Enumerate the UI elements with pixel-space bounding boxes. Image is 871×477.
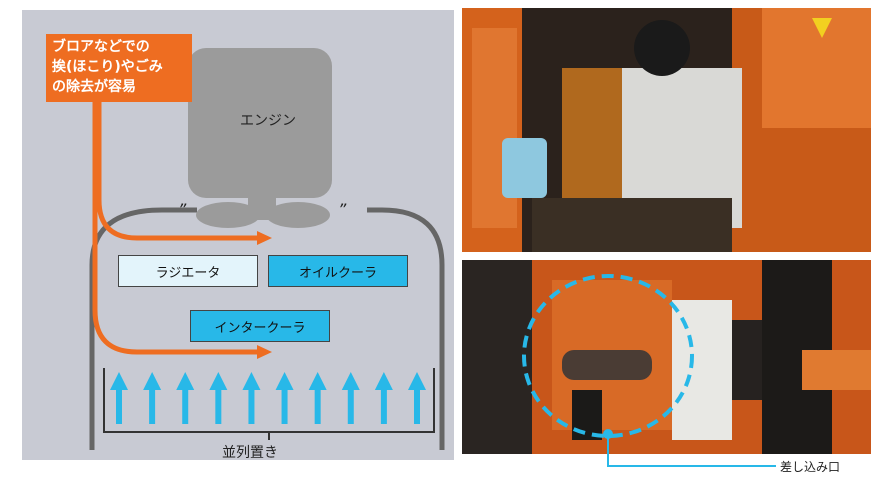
airflow-arrow: [242, 372, 261, 424]
insertion-port-label: 差し込み口: [780, 460, 841, 474]
quote-mark-right: ”: [338, 200, 347, 219]
callout-line-3: の除去が容易: [52, 79, 136, 95]
flow-arrowhead-lower: [257, 345, 272, 359]
parallel-placement-label: 並列置き: [222, 445, 278, 461]
flow-arrow-lower: [92, 95, 257, 355]
callout-line-2: 挨(ほこり)やごみ: [52, 59, 163, 75]
airflow-arrow: [143, 372, 162, 424]
cooling-layout-diagram: ブロアなどでの 挨(ほこり)やごみ の除去が容易 エンジン ” ” ラジエータ …: [22, 10, 454, 461]
engine-fan-left: [196, 202, 260, 228]
engine-compartment-photo: [462, 8, 871, 252]
airflow-arrow: [209, 372, 228, 424]
intercooler-box: インタークーラ: [190, 310, 330, 342]
cooler-insertion-photo: [462, 260, 871, 454]
enclosure-outline: [89, 207, 197, 450]
oil-cooler-label: オイルクーラ: [298, 265, 377, 281]
enclosure-outline-right: [367, 207, 445, 450]
engine-neck: [248, 195, 276, 220]
airflow-arrow: [275, 372, 294, 424]
callout-line-1: ブロアなどでの: [52, 39, 150, 55]
engine-label: エンジン: [240, 113, 296, 129]
airflow-arrow: [408, 372, 426, 424]
flow-arrowhead-upper: [257, 231, 272, 245]
engine-body: [188, 48, 332, 198]
insertion-highlight-circle: [522, 274, 694, 438]
engine-fan-right: [266, 202, 330, 228]
callout-box: ブロアなどでの 挨(ほこり)やごみ の除去が容易: [46, 34, 192, 102]
airflow-arrows: [110, 372, 426, 424]
radiator-label: ラジエータ: [155, 265, 221, 281]
airflow-arrow: [110, 372, 128, 424]
flow-arrow-upper: [96, 95, 257, 241]
insertion-point-marker: [603, 429, 613, 439]
airflow-arrow: [308, 372, 327, 424]
airflow-arrow: [341, 372, 360, 424]
intercooler-label: インタークーラ: [214, 320, 306, 336]
quote-mark-left: ”: [178, 200, 187, 219]
oil-cooler-box: オイルクーラ: [268, 255, 408, 287]
airflow-arrow: [374, 372, 393, 424]
radiator-box: ラジエータ: [118, 255, 258, 287]
diagram-canvas: [89, 48, 445, 450]
airflow-arrow: [176, 372, 195, 424]
